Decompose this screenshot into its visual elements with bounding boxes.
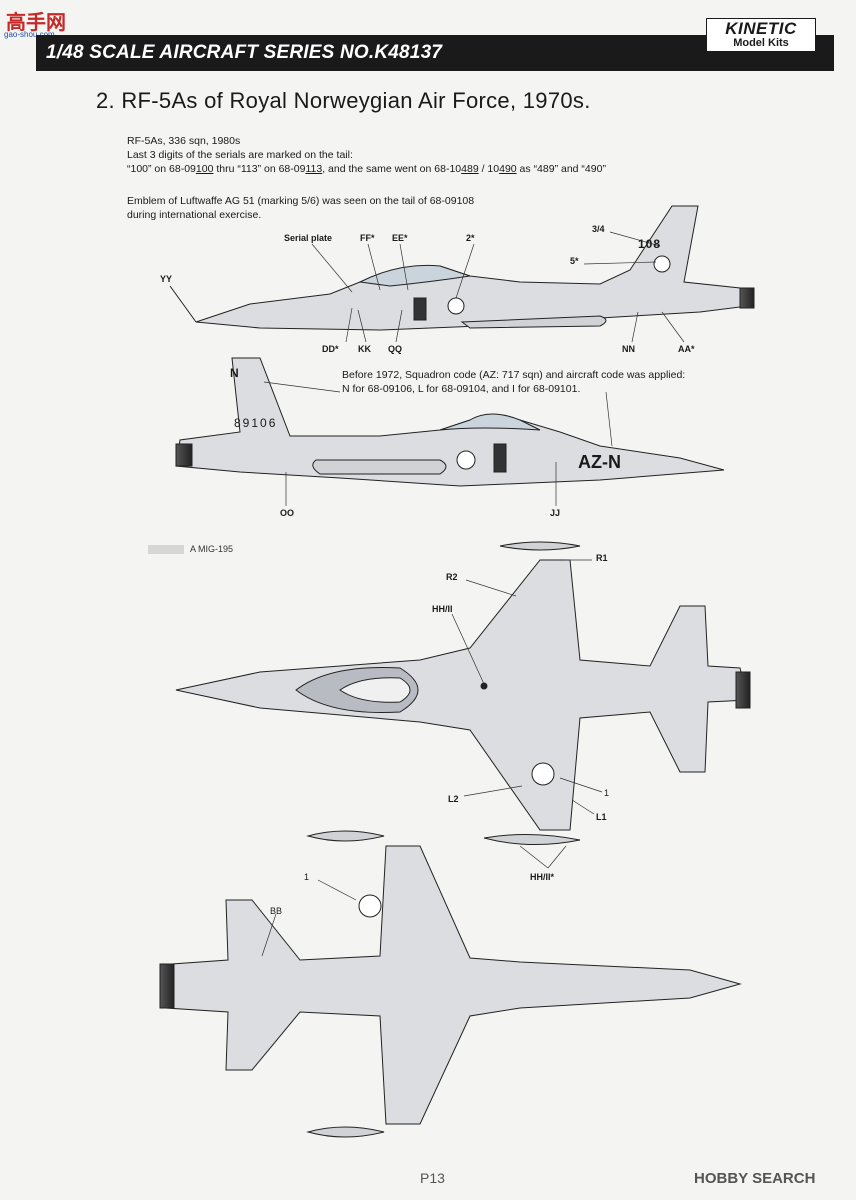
note-line-5: during international exercise. — [127, 209, 262, 221]
callout-hh-ii: HH/II — [432, 604, 453, 614]
header-bar: 1/48 SCALE AIRCRAFT SERIES NO.K48137 — [36, 35, 834, 71]
callout-l1: L1 — [596, 812, 607, 822]
note-line-3-part: “100” on 68-09 — [127, 163, 196, 175]
callout-r2: R2 — [446, 572, 458, 582]
side-view-lower — [175, 357, 725, 487]
note2-line-1: Before 1972, Squadron code (AZ: 717 sqn)… — [342, 369, 686, 381]
callout-2: 2* — [466, 233, 475, 243]
callout-hh-ii-star: HH/II* — [530, 872, 555, 882]
page-number: P13 — [420, 1170, 445, 1186]
note-line-3-part: , and the same went on 68-10 — [322, 163, 462, 175]
tail-serial-marking: 89106 — [234, 416, 278, 430]
callout-r1: R1 — [596, 553, 608, 563]
callout-nn: NN — [622, 344, 635, 354]
note-line-4: Emblem of Luftwaffe AG 51 (marking 5/6) … — [127, 195, 475, 207]
fuselage-code-marking: AZ-N — [578, 452, 621, 472]
callout-dd: DD* — [322, 344, 339, 354]
callout-aa: AA* — [678, 344, 695, 354]
note-line-3-part: as “489” and “490” — [516, 163, 606, 175]
callout-yy: YY — [160, 274, 173, 284]
callout-3-4: 3/4 — [592, 224, 605, 234]
note-line-3-part: / 10 — [478, 163, 500, 175]
note-serial-100: 100 — [195, 163, 214, 175]
note-line-3: “100” on 68-09100 thru “113” on 68-09113… — [127, 162, 606, 176]
callout-1-bottom: 1 — [304, 872, 310, 882]
fin-code-marking: N — [230, 366, 239, 380]
callout-5: 5* — [570, 256, 579, 266]
callout-kk: KK — [358, 344, 371, 354]
callout-1: 1 — [604, 788, 610, 798]
source-watermark: HOBBY SEARCH — [694, 1170, 816, 1187]
watermark-url: gao-shou.com — [4, 30, 55, 39]
plan-view-bottom — [159, 830, 742, 1138]
watermark-logo: 高手网 — [6, 12, 66, 34]
reference-label: A MIG-195 — [190, 544, 234, 554]
note-serial-490: 490 — [499, 163, 517, 175]
callout-ff: FF* — [360, 233, 375, 243]
brand-name: KINETIC — [725, 19, 797, 38]
note-serial-489: 489 — [461, 163, 479, 175]
callout-jj: JJ — [550, 508, 561, 518]
callout-oo: OO — [280, 508, 295, 518]
plan-view-top — [175, 541, 751, 845]
callout-qq: QQ — [388, 344, 403, 354]
brand-subtitle: Model Kits — [733, 37, 789, 49]
page-heading: 2. RF-5As of Royal Norweygian Air Force,… — [96, 88, 591, 113]
note-line-3-part: thru “113” on 68-09 — [213, 163, 306, 175]
side-view-upper — [169, 205, 755, 331]
callout-serial-plate: Serial plate — [284, 233, 333, 243]
brand-logo: KINETIC Model Kits — [706, 18, 816, 52]
callout-bb: BB — [270, 906, 283, 916]
note-line-1: RF-5As, 336 sqn, 1980s — [127, 135, 241, 147]
reference-strip — [148, 545, 184, 554]
note-serial-113: 113 — [305, 163, 323, 175]
callout-l2: L2 — [448, 794, 459, 804]
note-line-2: Last 3 digits of the serials are marked … — [127, 149, 353, 161]
tail-number-marking: 108 — [638, 237, 662, 251]
series-title: 1/48 SCALE AIRCRAFT SERIES NO.K48137 — [46, 42, 443, 63]
callout-ee: EE* — [392, 233, 408, 243]
note2-line-2: N for 68-09106, L for 68-09104, and I fo… — [342, 383, 581, 395]
